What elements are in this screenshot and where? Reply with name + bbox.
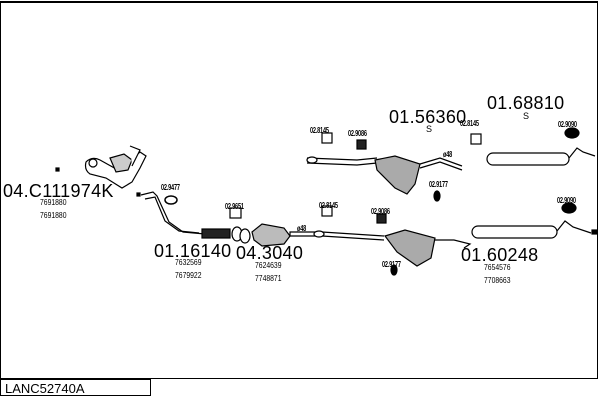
diameter-label: ø48 <box>443 150 453 159</box>
fitting-label: 02.8145 <box>319 201 338 210</box>
fitting-label: 02.9177 <box>382 260 401 269</box>
exhaust-manifold-drawing <box>55 145 147 189</box>
part-number-rear-silencer-lower: 01.60248 <box>461 245 539 265</box>
rear-silencer-lower-drawing <box>471 202 598 239</box>
part-number-rear-silencer-upper: 01.68810 <box>487 93 565 113</box>
fitting-label: 02.9090 <box>557 196 576 205</box>
oem-number: 7679922 <box>175 271 202 280</box>
catalyst-drawing <box>229 207 325 247</box>
fitting-label: 02.9086 <box>371 207 390 216</box>
fitting-label: 02.8145 <box>460 119 479 128</box>
part-number-manifold: 04.C111974K <box>3 181 114 201</box>
fitting-label: 02.9086 <box>348 129 367 138</box>
diagram-frame <box>0 1 598 379</box>
oem-number: 7748871 <box>255 274 282 283</box>
front-pipe-drawing <box>136 191 231 239</box>
oem-number: 7708663 <box>484 276 511 285</box>
part-number-front-pipe: 01.16140 <box>154 241 232 261</box>
diameter-label: ø48 <box>297 224 307 233</box>
oem-number: 7654576 <box>484 263 511 272</box>
fitting-label: 02.9090 <box>558 120 577 129</box>
part-suffix: S <box>523 111 530 121</box>
oem-number: 7691880 <box>40 211 67 220</box>
diagram-code: LANC52740A <box>0 378 151 396</box>
middle-silencer-upper-drawing <box>306 132 482 202</box>
fitting-label: 02.9177 <box>429 180 448 189</box>
oem-number: 7632569 <box>175 258 202 267</box>
fitting-label: 02.8145 <box>310 126 329 135</box>
middle-silencer-lower-drawing <box>321 205 472 276</box>
oem-number: 7624639 <box>255 261 282 270</box>
fitting-label: 02.9651 <box>225 202 244 211</box>
part-number-middle-silencer: 01.56360 <box>389 107 467 127</box>
part-number-catalyst: 04.3040 <box>236 243 304 263</box>
oem-number: 7691880 <box>40 198 67 207</box>
rear-silencer-upper-drawing <box>486 127 596 166</box>
fitting-label: 02.9477 <box>161 183 180 192</box>
part-suffix: S <box>426 124 433 134</box>
